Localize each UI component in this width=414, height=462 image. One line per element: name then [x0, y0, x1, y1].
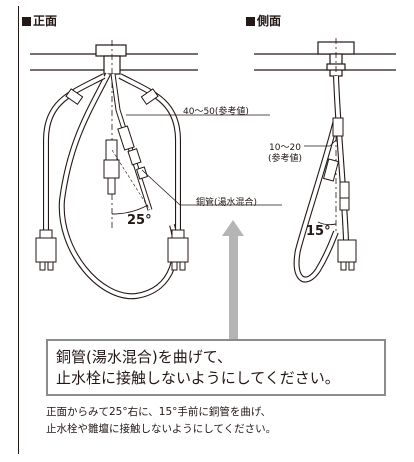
- square-bullet-icon: [22, 17, 31, 26]
- callout-line-1: 銅管(湯水混合)を曲げて、: [56, 348, 232, 366]
- front-pipe-label: 銅管(湯水混合): [196, 198, 258, 208]
- front-center-fittings: [103, 139, 120, 195]
- callout-arrow: [222, 220, 244, 341]
- front-stop-valves: [35, 237, 189, 271]
- side-angle-label: 15°: [306, 224, 331, 239]
- front-hoses: [43, 72, 181, 300]
- callout-line-2: 止水栓に接触しないようにしてください。: [56, 369, 340, 387]
- front-dimension-label: 40～50(参考値): [183, 107, 249, 117]
- side-dimension-note: (参考値): [267, 154, 303, 164]
- front-leader-lines: [126, 114, 282, 206]
- counter-top-side: [254, 53, 396, 71]
- front-copper-fittings: [117, 125, 148, 180]
- side-hoses: [293, 75, 349, 283]
- side-view-label: 側面: [246, 12, 281, 29]
- instruction-note-line-2: 止水栓や雛壇に接触しないようにしてください。: [46, 423, 277, 435]
- front-angle-label: 25°: [127, 213, 152, 228]
- diagram-frame: [18, 6, 396, 454]
- front-view-label: 正面: [22, 12, 57, 29]
- side-fittings: [322, 117, 357, 271]
- side-dimension-value: 10～20: [269, 143, 301, 153]
- front-angle-arc: [111, 204, 149, 215]
- warning-callout: 銅管(湯水混合)を曲げて、 止水栓に接触しないようにしてください。: [46, 339, 386, 396]
- instruction-note-line-1: 正面からみて25°右に、15°手前に銅管を曲げ、: [46, 406, 272, 418]
- square-bullet-icon: [246, 17, 255, 26]
- side-leader-lines: [304, 139, 337, 147]
- side-angle-arc: [317, 221, 337, 226]
